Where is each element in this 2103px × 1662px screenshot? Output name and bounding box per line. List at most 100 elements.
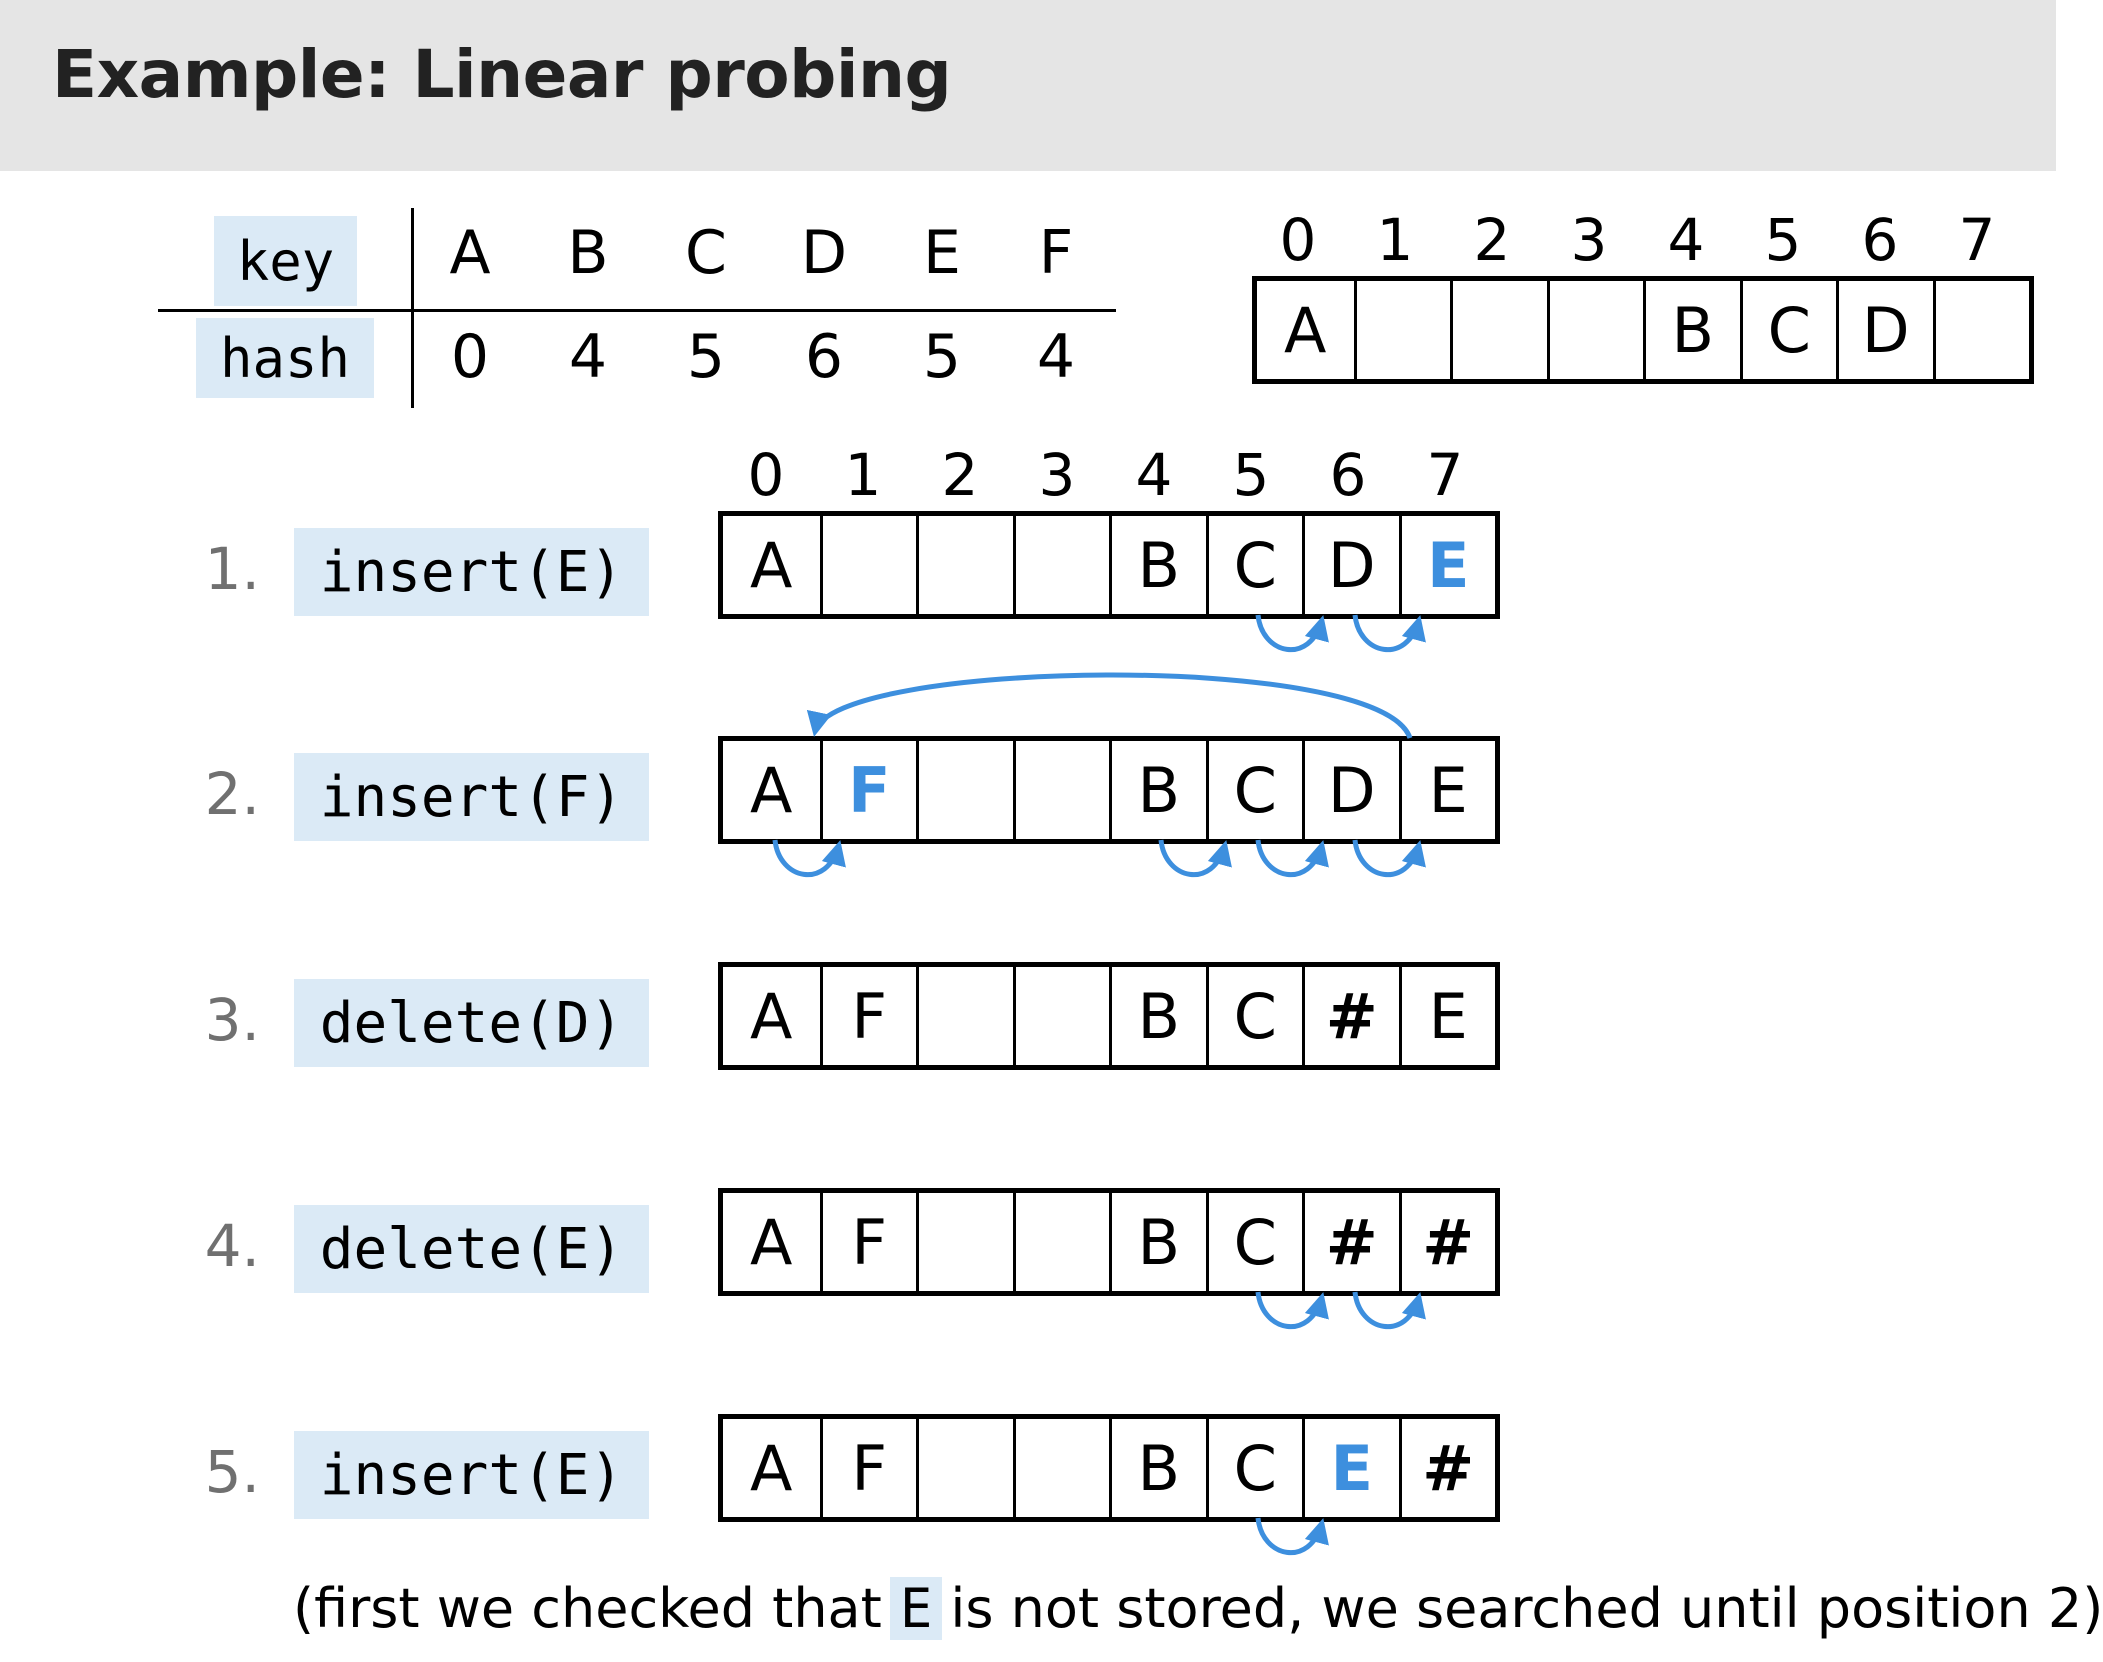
hash-cell: 0: [450, 322, 490, 392]
footnote-text-after: is not stored, we searched until positio…: [950, 1577, 2103, 1640]
key-label: key: [214, 216, 357, 306]
hash-label: hash: [196, 318, 374, 398]
table-cell: [1932, 281, 2030, 379]
index-label: 1: [1376, 206, 1414, 274]
table-cell: B: [1109, 1419, 1206, 1517]
index-label: 2: [1473, 206, 1511, 274]
key-cell: F: [1038, 218, 1074, 288]
footnote-key-chip: E: [889, 1577, 943, 1640]
table-cell: [819, 516, 917, 614]
index-label: 6: [1861, 206, 1899, 274]
table-cell: F: [819, 1193, 917, 1291]
probe-arrow: [1352, 614, 1426, 652]
probe-arrows: [772, 614, 1426, 1555]
hash-table-step-3: A F B C # E: [718, 962, 1500, 1070]
step-number: 1.: [204, 535, 260, 603]
key-cell: D: [800, 218, 848, 288]
probe-arrow: [1255, 614, 1329, 652]
table-cell: [1450, 281, 1547, 379]
key-hash-table: key hash A B C D E F 0 4 5 6 5 4: [158, 208, 1116, 408]
table-cell: A: [750, 1431, 793, 1505]
table-cell: [916, 967, 1013, 1065]
table-cell: [916, 1419, 1013, 1517]
table-cell: B: [1109, 741, 1206, 839]
probe-arrow: [1352, 1291, 1426, 1329]
table-cell: F: [819, 967, 917, 1065]
key-cell: C: [685, 218, 727, 288]
hash-cell: 4: [568, 322, 608, 392]
table-cell-tombstone: #: [1302, 967, 1399, 1065]
hash-table-step-4: A F B C # #: [718, 1188, 1500, 1296]
table-cell: C: [1205, 1419, 1303, 1517]
table-cell-tombstone: #: [1398, 1419, 1496, 1517]
table-cell: C: [1205, 1193, 1303, 1291]
slide-title: Example: Linear probing: [52, 36, 952, 113]
operation-label: insert(E): [294, 1431, 649, 1519]
index-label: 3: [1038, 441, 1076, 509]
steps-index-row: 0 1 2 3 4 5 6 7: [718, 441, 1498, 511]
index-label: 4: [1667, 206, 1705, 274]
index-label: 5: [1232, 441, 1270, 509]
hash-cell: 5: [922, 322, 962, 392]
index-label: 7: [1426, 441, 1464, 509]
table-cell: [1012, 1419, 1110, 1517]
table-cell: D: [1302, 516, 1399, 614]
key-cell: E: [923, 218, 961, 288]
index-label: 0: [1279, 206, 1317, 274]
table-cell-inserted: E: [1398, 516, 1496, 614]
table-cell: [1012, 516, 1110, 614]
table-cell: E: [1398, 741, 1496, 839]
table-cell-inserted: E: [1302, 1419, 1399, 1517]
step-number: 2.: [204, 760, 260, 828]
footnote-text-before: (first we checked that: [293, 1577, 882, 1640]
table-cell: [1012, 967, 1110, 1065]
operation-label: insert(E): [294, 528, 649, 616]
table-cell: B: [1109, 967, 1206, 1065]
table-cell: C: [1205, 741, 1303, 839]
index-label: 2: [941, 441, 979, 509]
hash-cell: 6: [804, 322, 844, 392]
slide-header: Example: Linear probing: [0, 0, 2056, 171]
table-cell: A: [750, 979, 793, 1053]
initial-hash-table: A B C D: [1252, 276, 2034, 384]
table-cell: C: [1739, 281, 1837, 379]
table-cell: F: [819, 1419, 917, 1517]
index-label: 7: [1958, 206, 1996, 274]
index-label: 1: [844, 441, 882, 509]
table-cell: [1546, 281, 1644, 379]
table-cell: [916, 516, 1013, 614]
hash-table-step-2: A F B C D E: [718, 736, 1500, 844]
table-cell: [1353, 281, 1451, 379]
operation-label: insert(F): [294, 753, 649, 841]
table-cell: A: [750, 753, 793, 827]
table-cell: E: [1398, 967, 1496, 1065]
table-cell: C: [1205, 967, 1303, 1065]
table-cell: B: [1109, 516, 1206, 614]
table-cell: B: [1109, 1193, 1206, 1291]
table-cell: A: [750, 528, 793, 602]
hash-cell: 4: [1036, 322, 1076, 392]
table-divider-horizontal: [158, 309, 1116, 312]
table-cell-tombstone: #: [1302, 1193, 1399, 1291]
key-cell: B: [567, 218, 609, 288]
table-cell: [1012, 1193, 1110, 1291]
probe-arrow: [1158, 839, 1232, 877]
table-cell: [1012, 741, 1110, 839]
table-divider-vertical: [411, 208, 414, 408]
table-cell-tombstone: #: [1398, 1193, 1496, 1291]
table-cell: D: [1302, 741, 1399, 839]
index-label: 0: [747, 441, 785, 509]
probe-arrow: [1255, 1291, 1329, 1329]
step-number: 3.: [204, 986, 260, 1054]
index-label: 5: [1764, 206, 1802, 274]
operation-label: delete(E): [294, 1205, 649, 1293]
table-cell: [916, 1193, 1013, 1291]
probe-arrow-wrap: [807, 672, 1413, 739]
table-cell: D: [1836, 281, 1933, 379]
table-cell: A: [750, 1205, 793, 1279]
step-number: 4.: [204, 1212, 260, 1280]
hash-table-step-1: A B C D E: [718, 511, 1500, 619]
table-cell: A: [1284, 293, 1327, 367]
probe-arrow: [772, 839, 846, 877]
